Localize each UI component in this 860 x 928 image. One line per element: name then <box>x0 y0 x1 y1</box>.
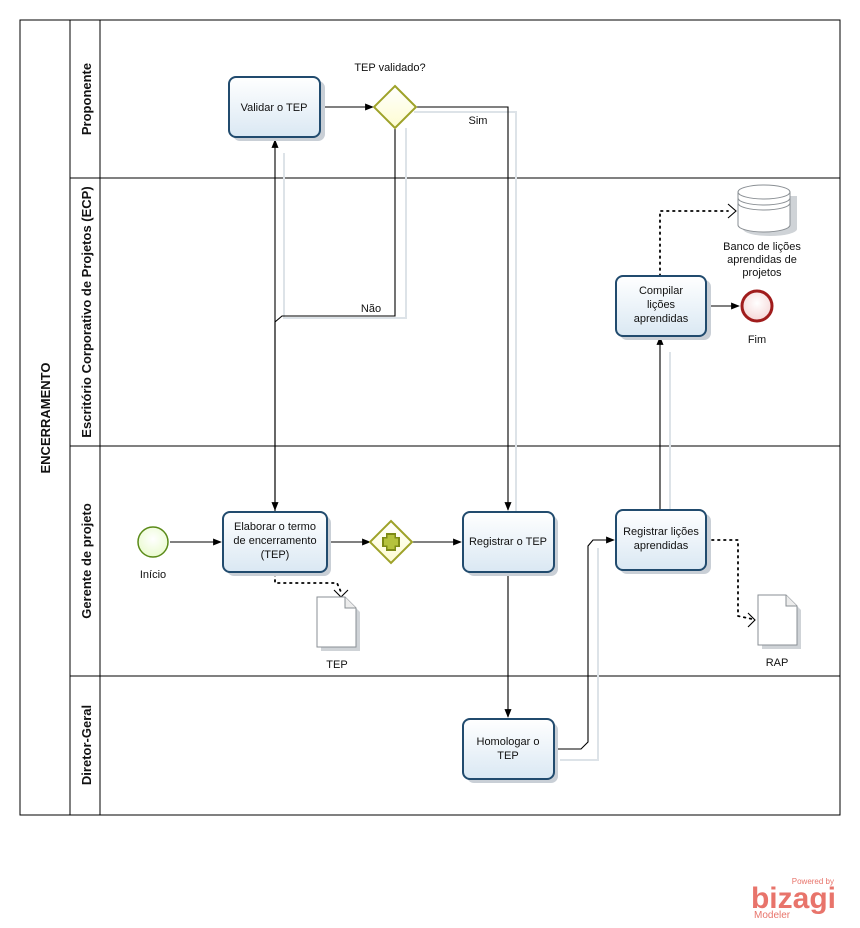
end-event[interactable]: Fim <box>740 289 774 346</box>
flow-homologar-to-licoes <box>554 536 615 750</box>
document-label: RAP <box>766 657 789 669</box>
task-label-line-3: (TEP) <box>261 549 290 561</box>
assoc-licoes-rap <box>705 539 753 620</box>
document-tep[interactable]: TEP <box>316 596 360 671</box>
pool-title: ENCERRAMENTO <box>38 363 53 474</box>
task-label-line-1: Elaborar o termo <box>234 521 316 533</box>
task-label-line-2: TEP <box>497 750 518 762</box>
task-label-line-1: Homologar o <box>477 736 540 748</box>
document-label: TEP <box>326 659 347 671</box>
task-registrar-licoes[interactable]: Registrar lições aprendidas <box>615 509 711 574</box>
assoc-compilar-banco <box>659 210 729 277</box>
brand-powered: Powered by <box>792 877 834 886</box>
parallel-gateway[interactable] <box>368 519 414 565</box>
gateway-label-nao: Não <box>361 303 381 315</box>
task-label-line-2: lições <box>647 299 676 311</box>
task-label-line-2: de encerramento <box>233 535 316 547</box>
brand-name: bizagi <box>751 882 836 915</box>
lane-label-ecp: Escritório Corporativo de Projetos (ECP) <box>79 186 94 437</box>
task-registrar-tep[interactable]: Registrar o TEP <box>462 511 558 576</box>
data-store-label-line-3: projetos <box>742 267 782 279</box>
task-label-line-1: Registrar lições <box>623 526 699 538</box>
task-homologar-tep[interactable]: Homologar o TEP <box>462 718 558 783</box>
gateway-label-sim: Sim <box>469 115 488 127</box>
data-store-label-line-2: aprendidas de <box>727 254 797 266</box>
bizagi-logo: Powered by bizagi Modeler <box>751 877 836 921</box>
lane-label-gerente: Gerente de projeto <box>79 503 94 619</box>
task-label-line-2: aprendidas <box>634 540 689 552</box>
start-event[interactable]: Início <box>137 526 169 581</box>
start-event-label: Início <box>140 569 166 581</box>
task-validar-tep[interactable]: Validar o TEP <box>228 76 325 141</box>
task-elaborar-termo[interactable]: Elaborar o termo de encerramento (TEP) <box>222 511 331 576</box>
flow-gateway-sim <box>417 106 512 511</box>
task-label: Registrar o TEP <box>469 536 547 548</box>
brand-product: Modeler <box>754 910 791 921</box>
pool: ENCERRAMENTO Proponente Escritório Corpo… <box>19 19 841 816</box>
sequence-flows <box>170 103 740 750</box>
connector-shadows <box>283 111 671 761</box>
gateway-question: TEP validado? <box>354 62 425 74</box>
data-store-label-line-1: Banco de lições <box>723 241 801 253</box>
task-label-line-3: aprendidas <box>634 313 689 325</box>
flow-gateway-nao <box>271 129 396 511</box>
exclusive-gateway[interactable]: TEP validado? Sim Não <box>354 62 487 315</box>
document-rap[interactable]: RAP <box>757 594 801 669</box>
data-store-banco[interactable]: Banco de lições aprendidas de projetos <box>723 184 801 279</box>
plus-icon <box>382 533 400 551</box>
task-label-line-1: Compilar <box>639 285 683 297</box>
task-label: Validar o TEP <box>241 102 308 114</box>
end-event-label: Fim <box>748 334 766 346</box>
lane-label-diretor: Diretor-Geral <box>79 705 94 785</box>
task-compilar-licoes[interactable]: Compilar lições aprendidas <box>615 275 711 340</box>
lane-label-proponente: Proponente <box>79 63 94 135</box>
